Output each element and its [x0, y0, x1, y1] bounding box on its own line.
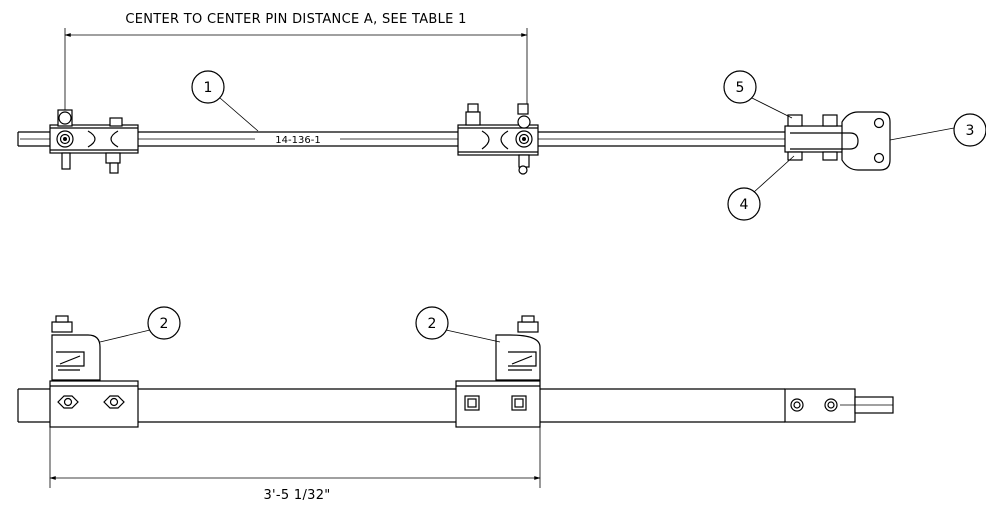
svg-text:2: 2: [428, 316, 437, 332]
top-view: CENTER TO CENTER PIN DISTANCE A, SEE TAB…: [17, 12, 986, 221]
end-bracket-top: [784, 111, 891, 171]
middle-clamp-top: [457, 103, 539, 175]
svg-text:2: 2: [160, 316, 169, 332]
rod-top: 14-136-1: [17, 131, 855, 147]
bottom-dimension-label: 3'-5 1/32": [263, 488, 330, 503]
svg-text:4: 4: [740, 197, 749, 213]
svg-text:3: 3: [966, 123, 975, 139]
bottom-dimension: 3'-5 1/32": [49, 427, 541, 503]
balloon-2-right: 2: [415, 306, 501, 343]
balloon-1: 1: [191, 70, 259, 132]
balloon-2-left: 2: [99, 306, 181, 343]
balloon-5: 5: [723, 70, 793, 119]
balloon-4: 4: [727, 155, 795, 221]
left-block-side: [49, 315, 139, 428]
balloon-3: 3: [889, 113, 986, 147]
left-clamp-top: [49, 109, 139, 174]
part-number-label: 14-136-1: [275, 135, 320, 146]
middle-block-side: [455, 315, 541, 428]
end-bracket-side: [784, 388, 894, 423]
svg-text:1: 1: [204, 80, 213, 96]
top-dimension: CENTER TO CENTER PIN DISTANCE A, SEE TAB…: [64, 12, 528, 130]
top-dimension-label: CENTER TO CENTER PIN DISTANCE A, SEE TAB…: [125, 12, 466, 27]
svg-text:5: 5: [736, 80, 745, 96]
side-view: 2 2 3'-5 1/32": [17, 306, 894, 503]
rod-side: [17, 388, 785, 423]
